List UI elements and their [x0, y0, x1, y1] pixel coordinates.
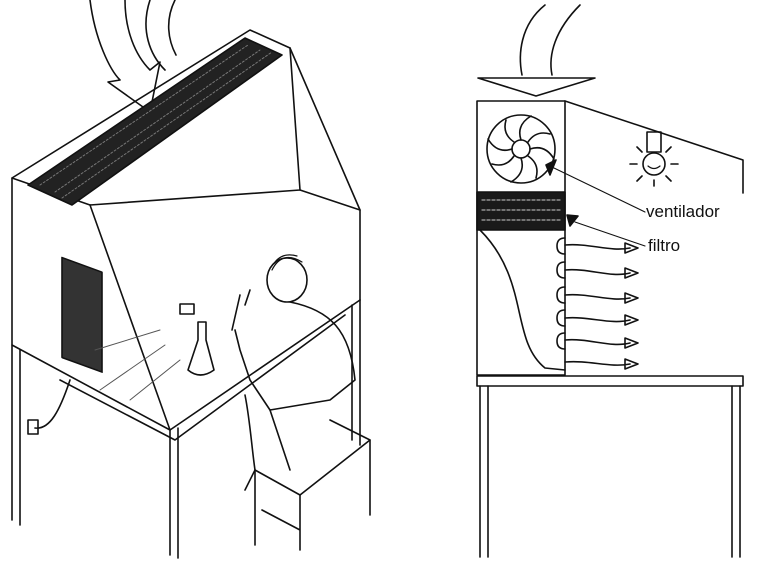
fan-label: ventilador	[646, 202, 720, 221]
flask	[187, 321, 215, 376]
air-inflow-arrow-left	[89, 0, 177, 113]
hepa-filter-grille	[27, 37, 283, 206]
filter-label: filtro	[648, 236, 681, 255]
light-bulb-icon	[629, 131, 679, 187]
filter-block	[476, 191, 566, 231]
hood-isometric-illustration	[11, 0, 371, 559]
fan-icon	[486, 114, 557, 184]
air-inflow-arrow-right	[477, 4, 596, 97]
airflow-arrows	[556, 237, 639, 370]
operator-figure	[231, 254, 371, 551]
hood-cross-section	[476, 4, 744, 558]
table-top	[476, 375, 744, 387]
